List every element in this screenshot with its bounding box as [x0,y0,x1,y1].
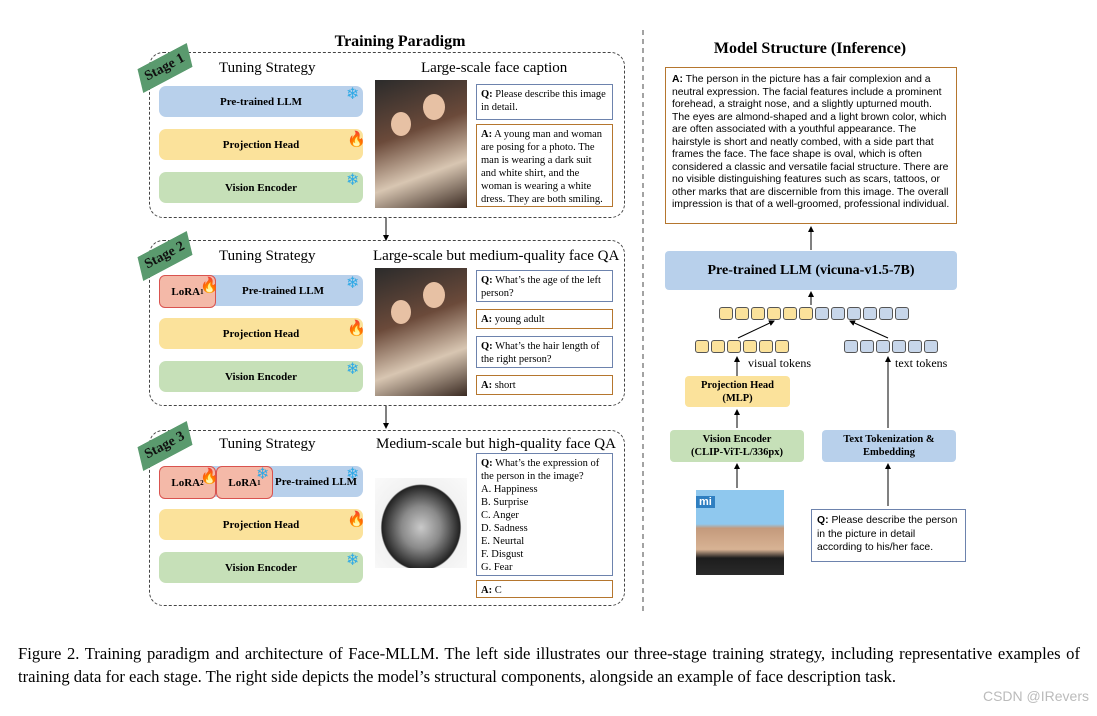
stage3-data-label: Medium-scale but high-quality face QA [376,436,616,452]
stage2-answer1: A: young adult [476,309,613,329]
token [751,307,765,320]
token [847,307,861,320]
watermark: CSDN @IRevers [982,688,1089,704]
connector-lines [383,30,891,612]
stage3-vision: Vision Encoder [159,552,363,583]
model-projection-head: Projection Head(MLP) [685,376,790,407]
output-answer-box: A: The person in the picture has a fair … [665,67,957,224]
input-question-box: Q: Please describe the person in the pic… [811,509,966,562]
stage3-question: Q: What’s the expression of the person i… [476,453,613,576]
text-token [924,340,938,353]
stage1-llm: Pre-trained LLM [159,86,363,117]
snowflake-icon: ❄ [346,84,360,103]
stage2-projection: Projection Head [159,318,363,349]
stage1-question: Q: Please describe this image in detail. [476,84,613,120]
stage1-data-label: Large-scale face caption [421,60,568,76]
stage1-box [149,52,625,218]
left-title: Training Paradigm [334,33,466,50]
snowflake-icon: ❄ [346,273,360,292]
stage1-answer: A: A young man and woman are posing for … [476,124,613,207]
image-badge: mi [696,496,715,508]
stage2-question1: Q: What’s the age of the left person? [476,270,613,302]
token [783,307,797,320]
text-token [876,340,890,353]
stage2-vision: Vision Encoder [159,361,363,392]
visual-token [759,340,773,353]
visual-token [743,340,757,353]
snowflake-icon: ❄ [346,170,360,189]
stage3-answer: A: C [476,580,613,598]
visual-token [695,340,709,353]
text-token [892,340,906,353]
model-text-tokenization: Text Tokenization &Embedding [822,430,956,462]
token [895,307,909,320]
token [799,307,813,320]
stage3-tuning-label: Tuning Strategy [219,436,316,452]
stage1-vision: Vision Encoder [159,172,363,203]
figure-caption: Figure 2. Training paradigm and architec… [18,644,1080,686]
stage2-question2: Q: What’s the hair length of the right p… [476,336,613,368]
stage2-tuning-label: Tuning Strategy [219,248,316,264]
stage2-answer2: A: short [476,375,613,395]
right-title: Model Structure (Inference) [713,40,907,57]
input-face-photo: mi [696,490,784,575]
visual-token [711,340,725,353]
token [879,307,893,320]
snowflake-icon: ❄ [256,464,270,483]
stage1-tuning-label: Tuning Strategy [219,60,316,76]
fire-icon: 🔥 [200,276,219,294]
fire-icon: 🔥 [347,510,366,528]
visual-token [727,340,741,353]
visual-token [775,340,789,353]
snowflake-icon: ❄ [346,359,360,378]
stage2-data-label: Large-scale but medium-quality face QA [373,248,620,264]
stage3-photo [375,478,467,568]
model-vision-encoder: Vision Encoder(CLIP-ViT-L/336px) [670,430,804,462]
stage1-photo [375,80,467,208]
stage2-photo [375,268,467,396]
stage3-box [149,430,625,606]
snowflake-icon: ❄ [346,550,360,569]
token [831,307,845,320]
fire-icon: 🔥 [347,319,366,337]
token [815,307,829,320]
text-token [844,340,858,353]
visual-tokens-label: visual tokens [748,356,811,370]
token [719,307,733,320]
snowflake-icon: ❄ [346,464,360,483]
token [735,307,749,320]
fire-icon: 🔥 [200,467,219,485]
text-token [860,340,874,353]
stage1-projection: Projection Head [159,129,363,160]
token [767,307,781,320]
fire-icon: 🔥 [347,130,366,148]
model-llm: Pre-trained LLM (vicuna-v1.5-7B) [665,251,957,290]
text-token [908,340,922,353]
text-tokens-label: text tokens [895,356,948,370]
stage2-box [149,240,625,406]
token [863,307,877,320]
stage3-projection: Projection Head [159,509,363,540]
